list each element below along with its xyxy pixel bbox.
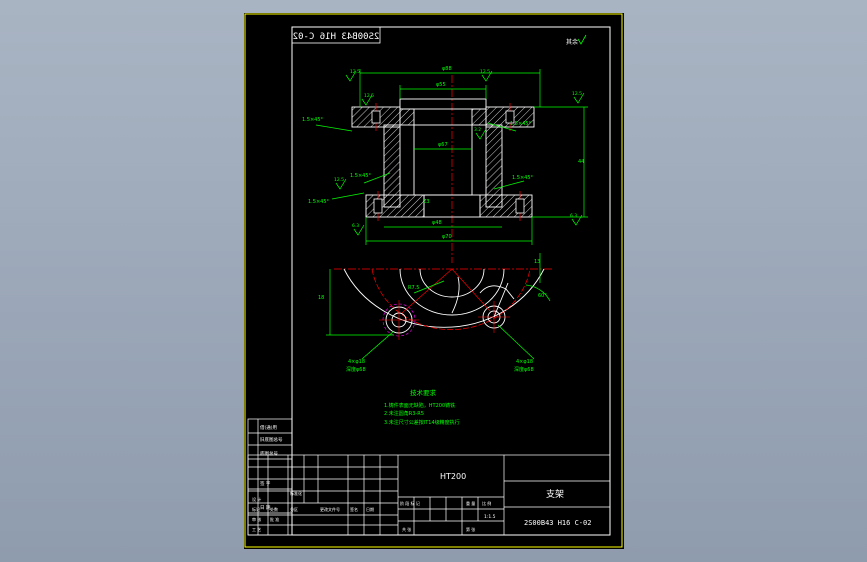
- svg-text:1.5×45°: 1.5×45°: [510, 121, 532, 127]
- svg-text:12.5: 12.5: [350, 69, 360, 75]
- plan-view: [334, 268, 554, 340]
- svg-text:1.5×45°: 1.5×45°: [512, 175, 534, 181]
- svg-text:4×φ18: 4×φ18: [348, 359, 365, 365]
- svg-text:借(通)用: 借(通)用: [260, 424, 277, 431]
- svg-text:φ88: φ88: [442, 66, 452, 72]
- svg-text:日 期: 日 期: [260, 505, 271, 511]
- corner-note: 其余: [566, 38, 578, 46]
- svg-text:13: 13: [534, 259, 540, 265]
- svg-text:日期: 日期: [366, 506, 374, 512]
- svg-text:分区: 分区: [290, 506, 298, 512]
- roughness-values: 12.5 12.5 12.5 12.5 12.5 6.3 6.3 3.2: [334, 69, 582, 229]
- svg-text:3.未注尺寸公差按IT14级精度执行: 3.未注尺寸公差按IT14级精度执行: [384, 419, 460, 426]
- left-strip-text: 借(通)用 旧底图总号 底图总号 签 字 日 期: [260, 424, 283, 511]
- svg-text:重 量: 重 量: [466, 500, 475, 506]
- svg-text:6.3: 6.3: [352, 223, 359, 229]
- section-view: [351, 75, 535, 263]
- svg-text:1.5×45°: 1.5×45°: [308, 199, 330, 205]
- svg-text:HT200: HT200: [440, 472, 466, 481]
- svg-text:深度φ68: 深度φ68: [514, 366, 534, 373]
- svg-text:2S00B43 H16 C-02: 2S00B43 H16 C-02: [524, 519, 591, 527]
- svg-text:底图总号: 底图总号: [260, 450, 278, 457]
- svg-text:Z3: Z3: [423, 199, 430, 205]
- svg-text:旧底图总号: 旧底图总号: [260, 436, 283, 443]
- svg-text:R7.5: R7.5: [408, 285, 419, 291]
- svg-text:φ67: φ67: [438, 142, 448, 148]
- svg-text:标准化: 标准化: [290, 490, 302, 496]
- svg-text:标记: 标记: [252, 506, 260, 512]
- mirrored-drawing-number: 2S00B43 H16 C-02: [293, 32, 380, 42]
- drawing-number-box: [291, 26, 381, 44]
- svg-text:44: 44: [578, 159, 584, 165]
- tech-requirements: 技术要求 1.铸件表面无缺陷，HT200铸铁 2.未注圆角R3-R5 3.未注尺…: [384, 388, 460, 426]
- svg-text:φ48: φ48: [432, 220, 442, 226]
- svg-text:φ55: φ55: [436, 82, 446, 88]
- outer-frame: [244, 13, 623, 548]
- svg-text:4×φ18: 4×φ18: [516, 359, 533, 365]
- svg-text:6.3: 6.3: [570, 213, 577, 219]
- plan-dimensions: [326, 253, 551, 360]
- section-dimensions: [315, 69, 588, 245]
- svg-text:φ70: φ70: [442, 234, 452, 240]
- svg-text:1:1.5: 1:1.5: [484, 514, 496, 520]
- engineering-drawing: 2S00B43 H16 C-02 其余: [244, 13, 623, 548]
- svg-text:共 张: 共 张: [402, 526, 411, 532]
- svg-text:12.5: 12.5: [364, 93, 374, 99]
- svg-text:60°: 60°: [538, 293, 547, 299]
- roughness-symbols: [335, 70, 585, 236]
- drawing-sheet: 2S00B43 H16 C-02 其余: [244, 13, 624, 549]
- svg-text:12.5: 12.5: [334, 177, 344, 183]
- svg-text:审 核: 审 核: [252, 516, 261, 522]
- svg-text:比 例: 比 例: [482, 500, 491, 506]
- svg-text:设 计: 设 计: [252, 496, 261, 502]
- svg-text:工 艺: 工 艺: [252, 527, 261, 532]
- svg-text:支架: 支架: [546, 488, 564, 500]
- title-block: [247, 454, 611, 536]
- svg-text:1.铸件表面无缺陷，HT200铸铁: 1.铸件表面无缺陷，HT200铸铁: [384, 402, 455, 409]
- svg-text:18: 18: [318, 295, 324, 301]
- section-dimension-text: φ88 φ55 φ67 44 φ70 φ48 1.5×45° 1.5×45° 1…: [302, 66, 584, 240]
- svg-text:处数: 处数: [270, 506, 278, 512]
- corner-roughness-symbol: [577, 34, 587, 45]
- inner-frame: [291, 26, 611, 536]
- svg-text:阶 段 标 记: 阶 段 标 记: [400, 500, 420, 506]
- svg-text:更改文件号: 更改文件号: [320, 506, 340, 512]
- svg-text:签名: 签名: [350, 506, 358, 512]
- svg-text:3.2: 3.2: [474, 127, 481, 133]
- plan-dimension-text: 18 13 60° R7.5 4×φ18 深度φ68 4×φ18 深度φ68: [318, 259, 547, 373]
- svg-text:12.5: 12.5: [480, 69, 490, 75]
- svg-text:签 字: 签 字: [260, 480, 271, 487]
- title-block-text: HT200 支架 2S00B43 H16 C-02 1:1.5 设 计 标准化 …: [252, 472, 591, 532]
- svg-text:12.5: 12.5: [572, 91, 582, 97]
- svg-text:技术要求: 技术要求: [410, 388, 437, 397]
- svg-text:批 准: 批 准: [270, 516, 279, 522]
- svg-text:1.5×45°: 1.5×45°: [350, 173, 372, 179]
- svg-text:1.5×45°: 1.5×45°: [302, 117, 324, 123]
- svg-text:2.未注圆角R3-R5: 2.未注圆角R3-R5: [384, 410, 424, 417]
- svg-text:第 张: 第 张: [466, 526, 475, 532]
- svg-text:深度φ68: 深度φ68: [346, 366, 366, 373]
